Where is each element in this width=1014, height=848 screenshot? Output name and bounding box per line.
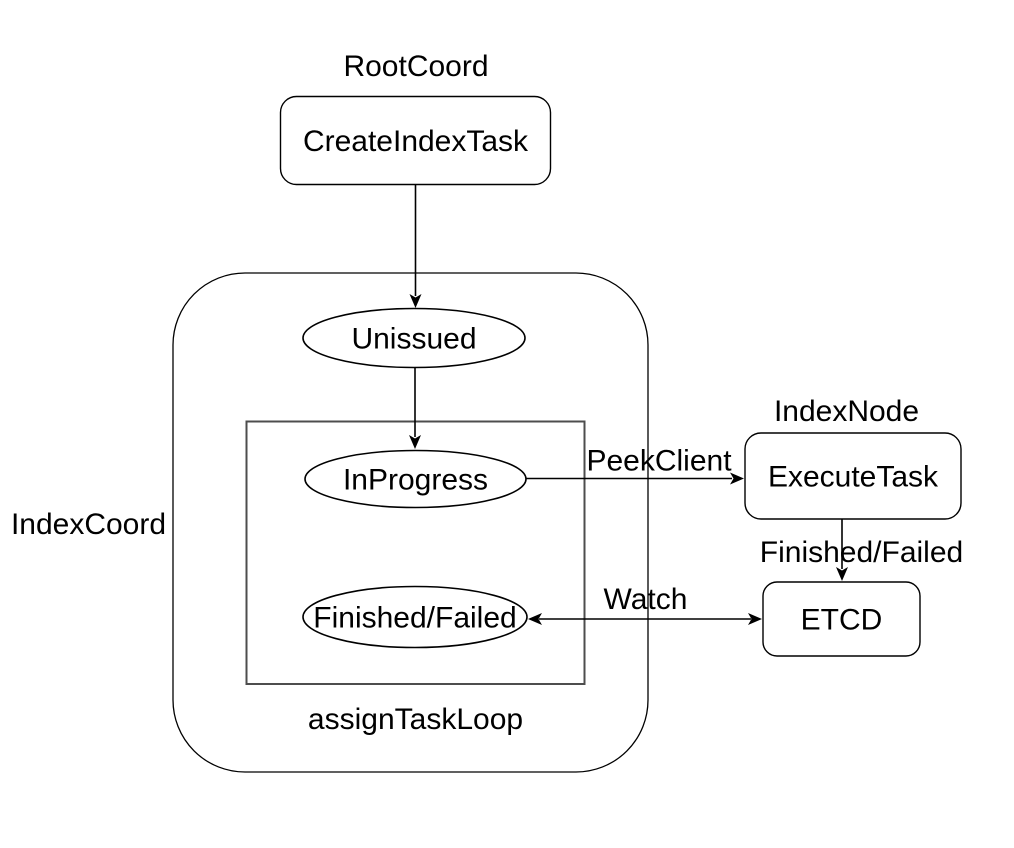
arrowhead-right-etcd-icon [748,613,762,625]
arrowhead-left-finishedfailed-icon [528,613,542,625]
in-progress-state [304,449,527,509]
create-index-task-node [279,95,552,186]
peek-client-edge-label: PeekClient [586,445,732,478]
finished-failed-state-label: Finished/Failed [313,602,516,635]
finished-failed-edge-label: Finished/Failed [760,536,963,569]
arrowhead-down-inprogress-icon [409,435,421,449]
in-progress-label: InProgress [343,464,488,497]
arrowhead-right-executetask-icon [730,472,744,485]
etcd-label: ETCD [801,604,883,637]
assign-task-loop-label: assignTaskLoop [308,703,523,736]
execute-task-label: ExecuteTask [768,461,939,494]
etcd-node [762,581,921,657]
indexcoord-label: IndexCoord [11,508,166,541]
arrowhead-down-unissued-icon [409,294,422,308]
finished-failed-state [302,585,528,649]
indexcoord-container [172,272,649,773]
rootcoord-label: RootCoord [343,50,488,83]
create-index-task-label: CreateIndexTask [303,125,529,158]
unissued-state [302,307,526,369]
arrowhead-down-etcd-icon [836,567,848,581]
unissued-label: Unissued [351,323,476,356]
execute-task-node [744,432,962,520]
watch-edge-label: Watch [604,583,688,616]
indexnode-label: IndexNode [774,395,919,428]
